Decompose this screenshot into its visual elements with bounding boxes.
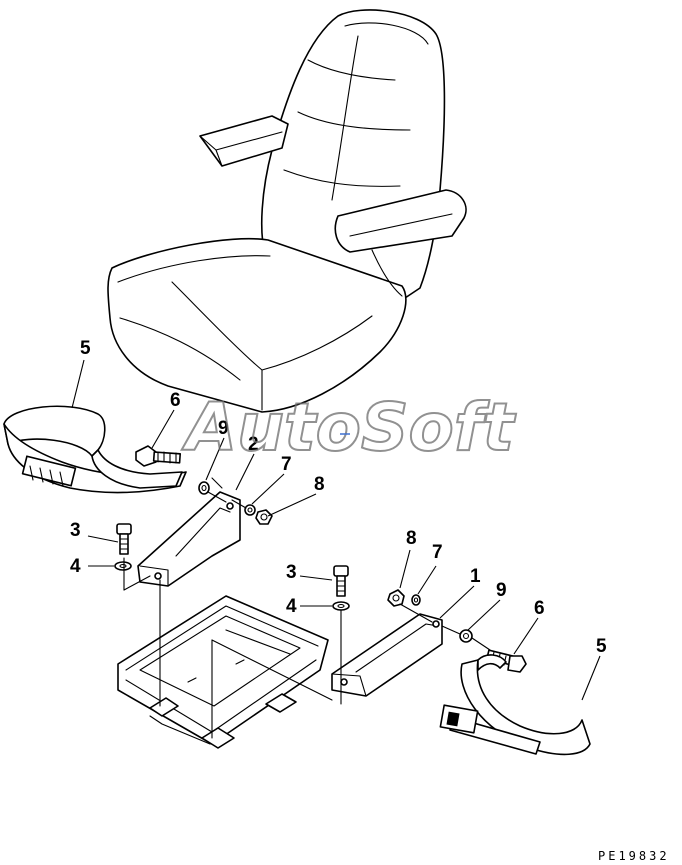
callout-3-right: 3 — [286, 562, 297, 583]
callout-4-left: 4 — [70, 556, 81, 577]
callout-2: 2 — [248, 434, 259, 455]
callout-3-left: 3 — [70, 520, 81, 541]
washer-7-right — [411, 594, 421, 606]
bolt-3-left — [116, 523, 132, 555]
seat-base-plate — [117, 595, 329, 749]
operator-seat — [107, 9, 467, 413]
watermark: AutoSoft — [181, 389, 517, 466]
nut-8-right — [387, 589, 405, 607]
seat-belt-strap-right — [439, 654, 591, 756]
leader-lines — [71, 359, 601, 701]
callout-5-right: 5 — [596, 636, 607, 657]
callout-9-left: 9 — [218, 418, 229, 439]
washer-7-left — [244, 504, 256, 516]
washer-4-left — [114, 561, 132, 571]
bolt-6-left — [135, 445, 182, 467]
callout-8-right: 8 — [406, 528, 417, 549]
bolt-3-right — [333, 565, 349, 597]
callout-8-left: 8 — [314, 474, 325, 495]
callout-4-right: 4 — [286, 596, 297, 617]
callout-6-right: 6 — [534, 598, 545, 619]
bracket-2 — [137, 491, 241, 587]
callout-5-left: 5 — [80, 338, 91, 359]
callout-1: 1 — [470, 566, 481, 587]
buckle-left — [21, 455, 77, 487]
callout-7-right: 7 — [432, 542, 443, 563]
callout-9-right: 9 — [496, 580, 507, 601]
assembly-lines — [123, 477, 491, 739]
bracket-1 — [331, 613, 443, 697]
buckle-right — [439, 704, 479, 734]
washer-9-right — [459, 629, 473, 643]
washer-4-right — [332, 601, 350, 611]
washer-9-left — [198, 481, 210, 495]
seat-belt-strap-left — [3, 405, 187, 494]
callout-labels: 5 6 9 2 7 8 3 4 8 7 1 9 3 6 4 5 — [70, 338, 607, 657]
drawing-number: PE19832 — [598, 849, 670, 863]
callout-6-left: 6 — [170, 390, 181, 411]
callout-7-left: 7 — [281, 454, 292, 475]
nut-8-left — [255, 509, 273, 525]
